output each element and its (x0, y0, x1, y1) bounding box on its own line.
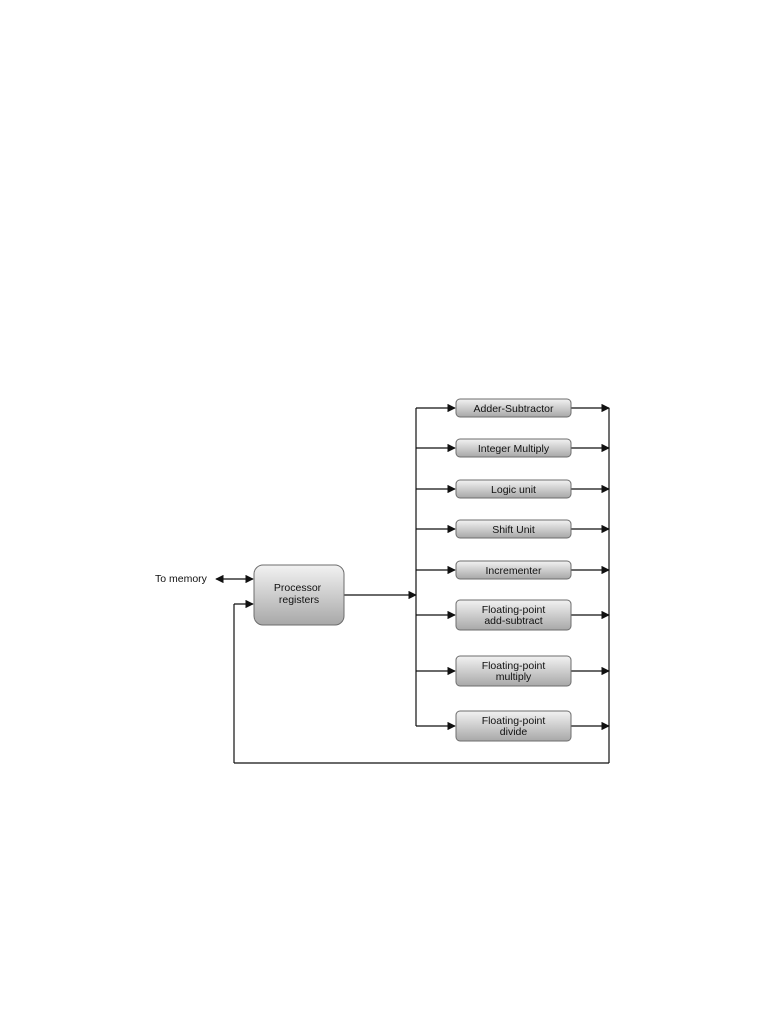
unit-label-line-2: add-subtract (484, 615, 542, 627)
unit-box-shift-unit: Shift Unit (455, 519, 572, 539)
processor-label-line-1: Processor (274, 582, 322, 594)
unit-label-logic-unit: Logic unit (491, 484, 536, 496)
unit-rect-fp-divide (455, 710, 572, 742)
processor-registers-box: Processor registers (253, 564, 345, 626)
to-memory-label: To memory (155, 573, 208, 585)
processor-label-line-2: registers (279, 594, 319, 606)
unit-label-incrementer: Incrementer (485, 565, 542, 577)
unit-rect-adder-subtractor (455, 398, 572, 418)
unit-label-line-2: multiply (496, 671, 532, 683)
unit-rect-integer-multiply (455, 438, 572, 458)
unit-box-incrementer: Incrementer (455, 560, 572, 580)
unit-rect-shift-unit (455, 519, 572, 539)
unit-rect-fp-multiply (455, 655, 572, 687)
unit-label-line-1: Floating-point (482, 715, 546, 727)
unit-label-shift-unit: Shift Unit (492, 524, 535, 536)
unit-label-integer-multiply: Integer Multiply (478, 443, 550, 455)
unit-label-line-1: Floating-point (482, 604, 546, 616)
unit-label-adder-subtractor: Adder-Subtractor (474, 403, 554, 415)
unit-label-line-2: divide (500, 726, 528, 738)
svg-text:Processor registers: Processor registers (274, 582, 324, 606)
unit-label-line-1: Floating-point (482, 660, 546, 672)
unit-rect-fp-add-subtract (455, 599, 572, 631)
unit-rect-logic-unit (455, 479, 572, 499)
unit-box-adder-subtractor: Adder-Subtractor (455, 398, 572, 418)
unit-rect-incrementer (455, 560, 572, 580)
connector-lines (215, 403, 610, 764)
unit-box-logic-unit: Logic unit (455, 479, 572, 499)
unit-box-integer-multiply: Integer Multiply (455, 438, 572, 458)
